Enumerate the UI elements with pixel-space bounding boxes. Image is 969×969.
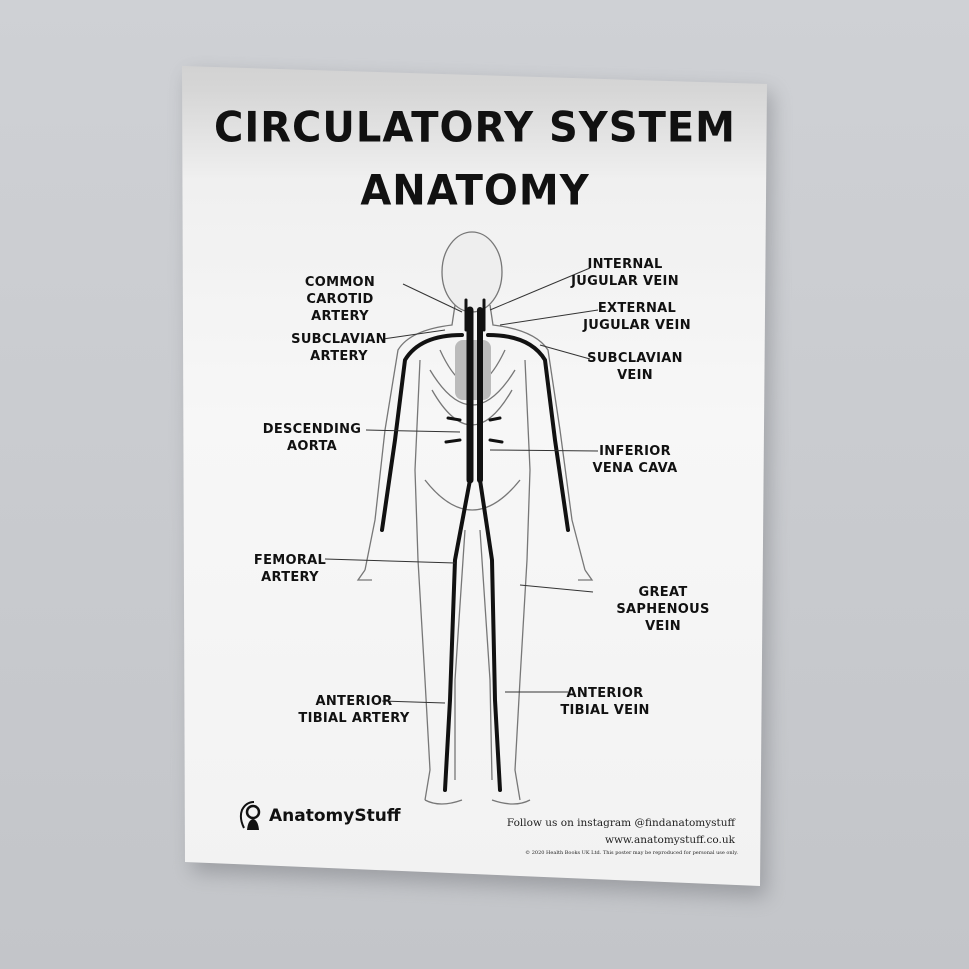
- leader-lines: [324, 267, 599, 704]
- label-line: VEIN: [617, 368, 653, 383]
- label-line: SUBCLAVIAN: [291, 332, 387, 347]
- label-subclavian-artery: SUBCLAVIAN ARTERY: [284, 331, 394, 365]
- label-great-saphenous-vein: GREAT SAPHENOUS VEIN: [590, 584, 736, 635]
- label-common-carotid-artery: COMMON CAROTID ARTERY: [270, 274, 410, 325]
- website-text: www.anatomystuff.co.uk: [604, 834, 735, 846]
- label-line: JUGULAR VEIN: [571, 274, 679, 289]
- label-line: ARTERY: [310, 349, 368, 364]
- logo-text: AnatomyStuff: [269, 806, 401, 826]
- label-inferior-vena-cava: INFERIOR VENA CAVA: [590, 443, 680, 477]
- label-line: JUGULAR VEIN: [583, 318, 691, 333]
- label-line: DESCENDING: [262, 422, 362, 437]
- label-subclavian-vein: SUBCLAVIAN VEIN: [585, 350, 685, 384]
- label-anterior-tibial-artery: ANTERIOR TIBIAL ARTERY: [290, 693, 418, 727]
- label-line: VENA CAVA: [592, 461, 678, 476]
- label-line: EXTERNAL: [597, 301, 677, 316]
- label-line: INFERIOR: [599, 444, 671, 459]
- label-line: TIBIAL VEIN: [560, 703, 650, 718]
- label-line: AORTA: [287, 439, 337, 454]
- label-anterior-tibial-vein: ANTERIOR TIBIAL VEIN: [557, 685, 653, 719]
- label-line: GREAT SAPHENOUS: [616, 585, 710, 617]
- label-line: SUBCLAVIAN: [587, 351, 683, 366]
- head-silhouette-icon: [239, 801, 261, 830]
- anatomystuff-logo: AnatomyStuff: [238, 800, 401, 832]
- label-line: ANTERIOR: [315, 694, 393, 709]
- label-femoral-artery: FEMORAL ARTERY: [250, 552, 330, 586]
- label-line: ARTERY: [311, 309, 369, 324]
- title-line-2: ANATOMY: [360, 166, 590, 216]
- instagram-text: Follow us on instagram @findanatomystuff: [506, 817, 735, 829]
- label-line: FEMORAL: [253, 553, 327, 568]
- label-line: COMMON CAROTID: [304, 275, 376, 307]
- label-line: TIBIAL ARTERY: [298, 711, 410, 726]
- body-outline: [356, 231, 594, 805]
- title-line-1: CIRCULATORY SYSTEM: [213, 103, 736, 153]
- label-line: ARTERY: [261, 570, 319, 585]
- copyright-text: © 2020 Health Books UK Ltd. This poster …: [525, 850, 738, 856]
- label-line: VEIN: [645, 619, 681, 634]
- label-external-jugular-vein: EXTERNAL JUGULAR VEIN: [582, 300, 692, 334]
- label-descending-aorta: DESCENDING AORTA: [262, 421, 362, 455]
- label-line: INTERNAL: [587, 257, 663, 272]
- label-line: ANTERIOR: [566, 686, 644, 701]
- label-internal-jugular-vein: INTERNAL JUGULAR VEIN: [570, 256, 680, 290]
- vessels: [380, 298, 570, 792]
